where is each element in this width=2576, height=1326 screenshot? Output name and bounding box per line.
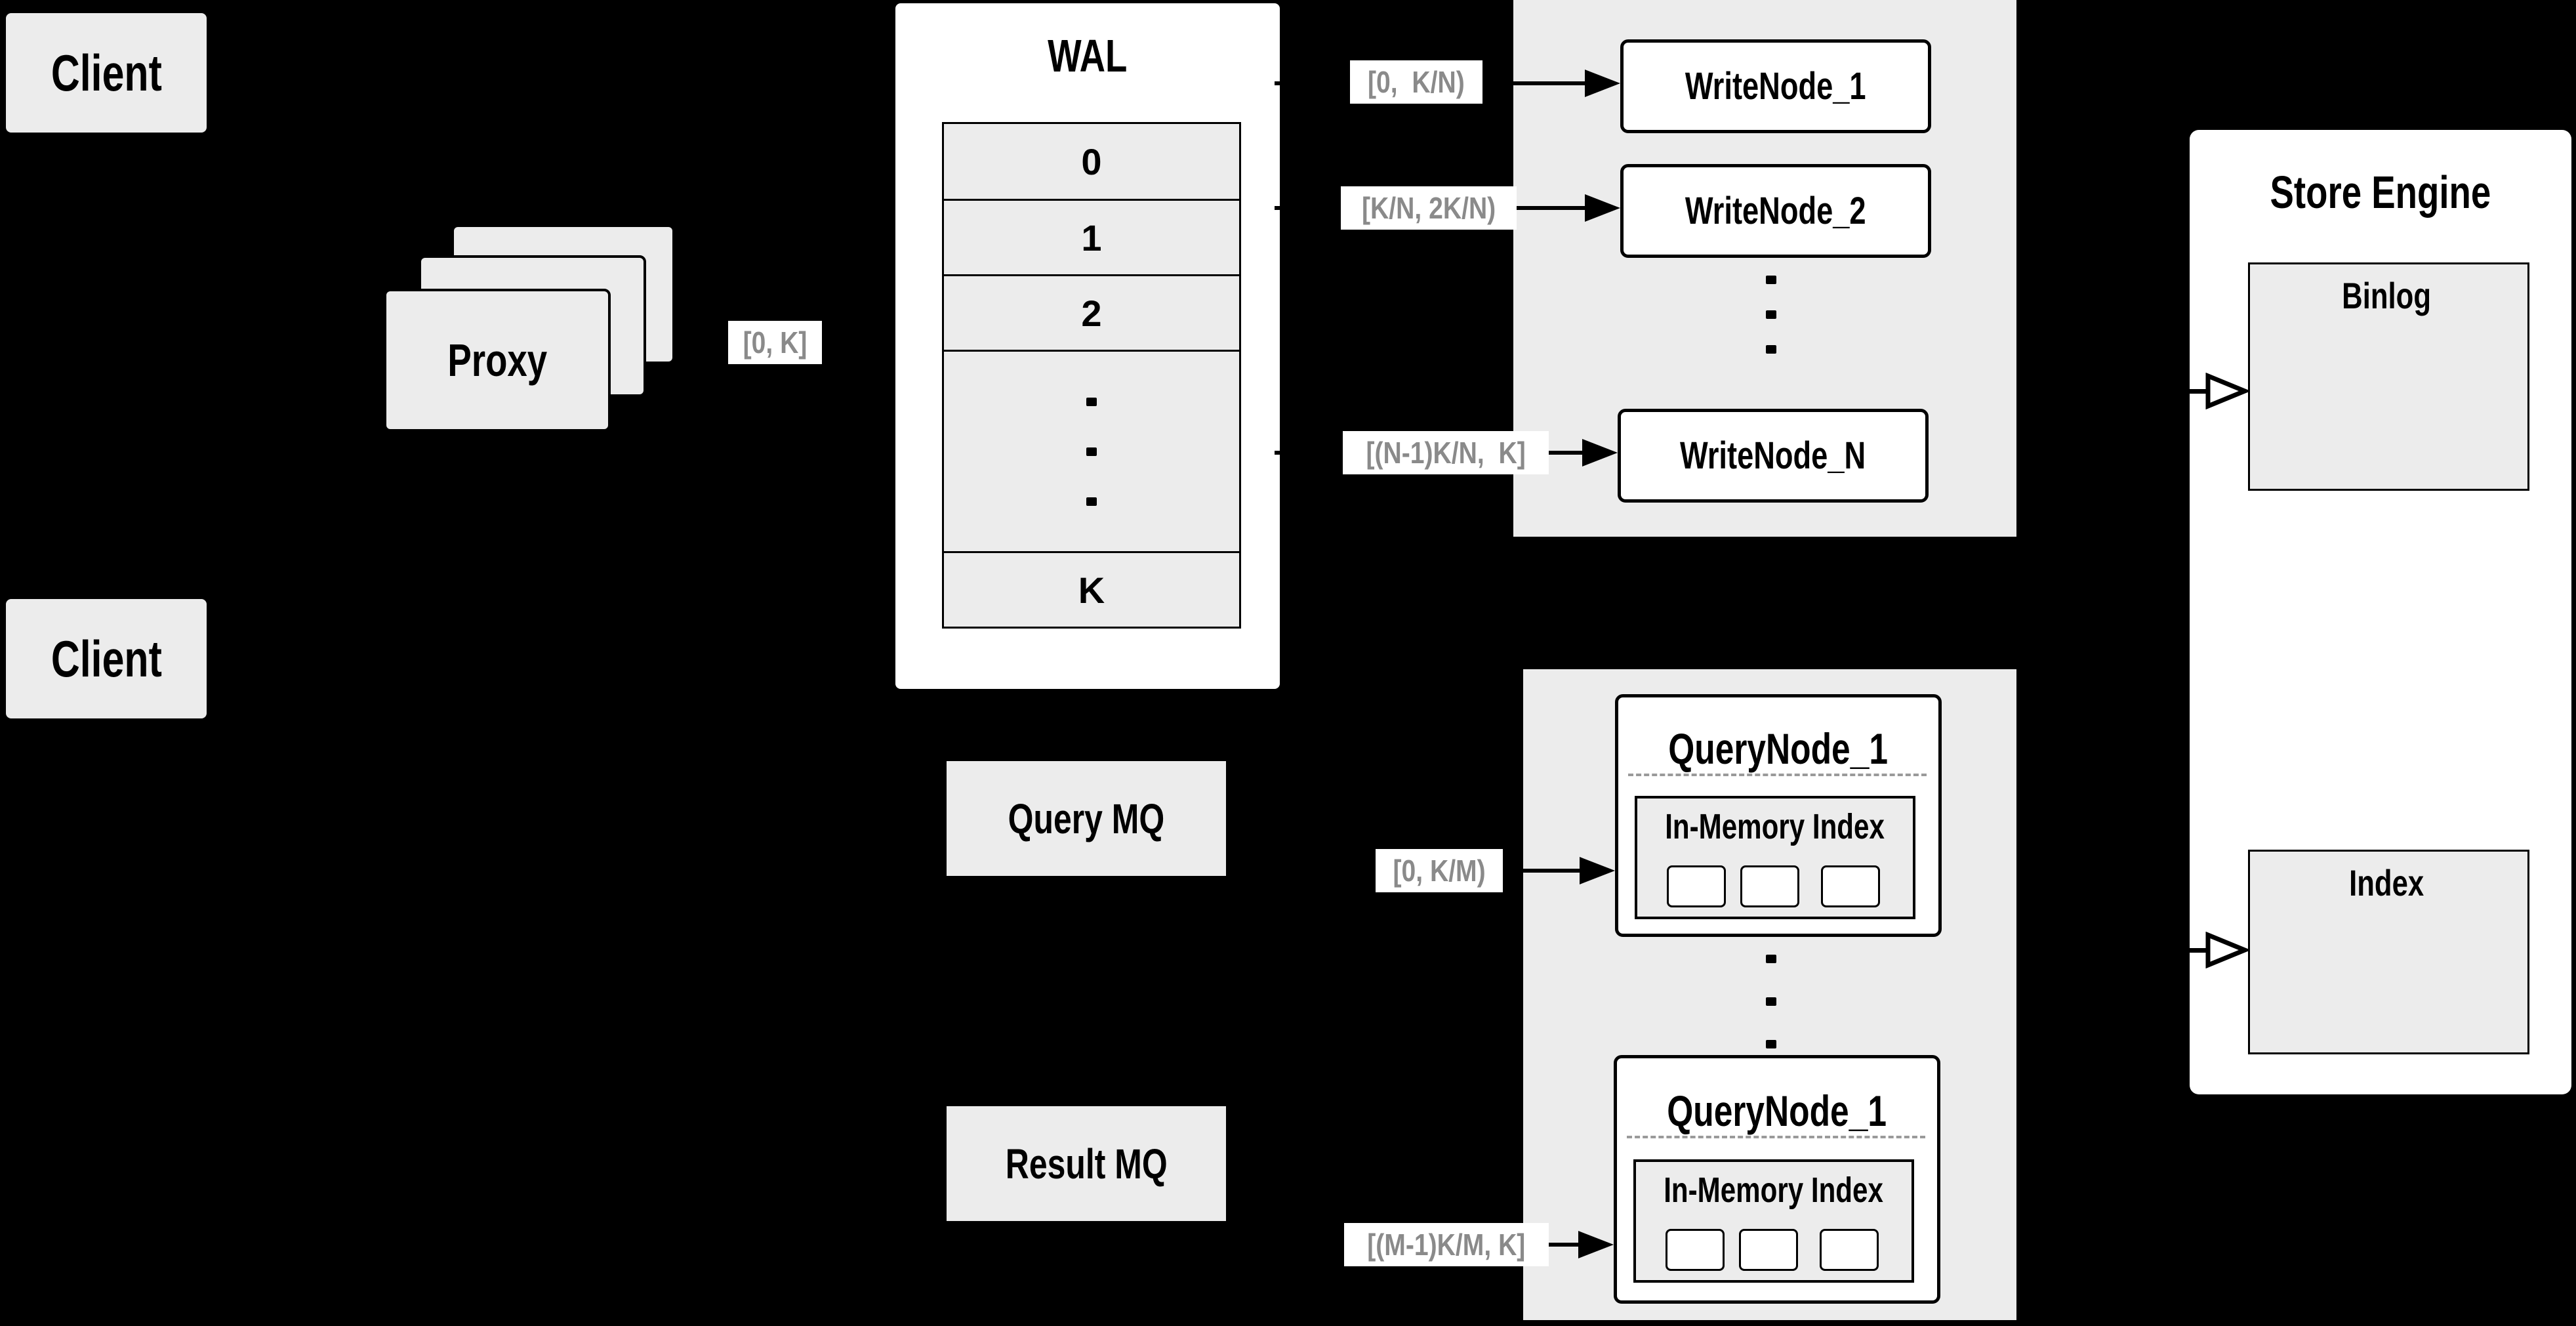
querynode2-box: QueryNode_1 In-Memory Index [1614,1055,1940,1304]
open-arrowhead-binlog [2205,373,2248,409]
segment-cell [1739,1229,1798,1271]
ellipsis-dot [1086,447,1097,456]
client-bottom-box: Client [6,599,207,718]
arrowhead-writenode1 [1585,70,1620,97]
binlog-title-wrap: Binlog [2248,269,2525,321]
segment-cell [1820,1229,1879,1271]
ellipsis-dot [1766,955,1776,963]
writenodeN-label: WriteNode_N [1680,434,1866,477]
arrow-to-index [2135,948,2209,953]
writenode2-label: WriteNode_2 [1685,190,1866,232]
querynode2-inmemory-title-wrap: In-Memory Index [1636,1167,1912,1213]
query-mq-box: Query MQ [947,761,1226,876]
querynode1-inmemory-box: In-Memory Index [1635,796,1915,919]
arrowhead-querynode1 [1580,857,1615,884]
wal-row-2: 2 [944,276,1239,352]
client-top-box: Client [6,13,207,133]
writenode1-box: WriteNode_1 [1620,39,1931,133]
wal-row-0: 0 [944,124,1239,201]
wal-title-wrap: WAL [895,26,1280,85]
querynode2-dashed-separator [1627,1136,1925,1138]
index-title: Index [2349,861,2424,903]
ellipsis-dot [1766,1040,1776,1048]
binlog-box [2248,262,2529,491]
write-cluster-ellipsis [1766,276,1776,354]
result-mq-label: Result MQ [1005,1140,1168,1188]
querynode2-title: QueryNode_1 [1667,1086,1887,1135]
open-arrowhead-index [2205,932,2248,968]
index-title-wrap: Index [2248,856,2525,909]
arrowhead-writenode2 [1585,194,1620,222]
writenode1-label: WriteNode_1 [1685,65,1866,108]
arrow-to-querynode1 [1469,869,1580,873]
query-mq-label: Query MQ [1008,795,1165,842]
segment-cell [1740,865,1799,907]
writenodeN-box: WriteNode_N [1618,409,1929,503]
writenode1-range-label: [0, K/N) [1350,60,1482,104]
querynode1-range-label: [0, K/M) [1376,849,1503,892]
querynode1-dashed-separator [1628,774,1927,776]
ellipsis-dot [1766,997,1776,1006]
client-top-label: Client [51,43,162,102]
writenodeN-range-label: [(N-1)K/N, K] [1343,431,1549,474]
proxy-label: Proxy [447,335,547,386]
binlog-title: Binlog [2342,274,2432,316]
client-bottom-label: Client [51,629,162,688]
wal-row-ellipsis [944,352,1239,553]
ellipsis-dot [1086,397,1097,406]
wal-log-table: 0 1 2 K [942,122,1241,629]
result-mq-box: Result MQ [947,1106,1226,1221]
store-engine-title-wrap: Store Engine [2190,161,2571,223]
querynode2-title-wrap: QueryNode_1 [1617,1079,1937,1142]
ellipsis-dot [1766,345,1776,354]
querynode1-title-wrap: QueryNode_1 [1618,717,1938,779]
wal-row-1: 1 [944,201,1239,276]
ellipsis-dot [1766,310,1776,319]
ellipsis-dot [1766,276,1776,284]
segment-cell [1821,865,1880,907]
writenode2-box: WriteNode_2 [1620,164,1931,258]
querynode1-inmemory-title: In-Memory Index [1665,807,1885,846]
arrowhead-writenodeN [1582,439,1618,466]
ellipsis-dot [1086,497,1097,506]
proxy-range-label: [0, K] [728,321,822,364]
segment-cell [1667,865,1726,907]
segment-cell [1666,1229,1725,1271]
querynode1-inmemory-title-wrap: In-Memory Index [1637,804,1913,850]
store-engine-title: Store Engine [2270,166,2491,218]
querynode1-title: QueryNode_1 [1668,724,1889,773]
querynode2-range-label: [(M-1)K/M, K] [1344,1223,1549,1266]
arrowhead-querynode2 [1578,1231,1614,1258]
querynode2-inmemory-title: In-Memory Index [1664,1171,1884,1210]
arrow-to-binlog [2135,389,2209,394]
proxy-box-front: Proxy [384,289,611,432]
writenode2-range-label: [K/N, 2K/N) [1341,186,1517,230]
query-cluster-ellipsis [1766,955,1776,1048]
querynode2-inmemory-box: In-Memory Index [1633,1159,1914,1283]
querynode1-box: QueryNode_1 In-Memory Index [1615,694,1942,937]
wal-title: WAL [1048,30,1128,81]
index-box [2248,850,2529,1054]
wal-row-k: K [944,553,1239,627]
